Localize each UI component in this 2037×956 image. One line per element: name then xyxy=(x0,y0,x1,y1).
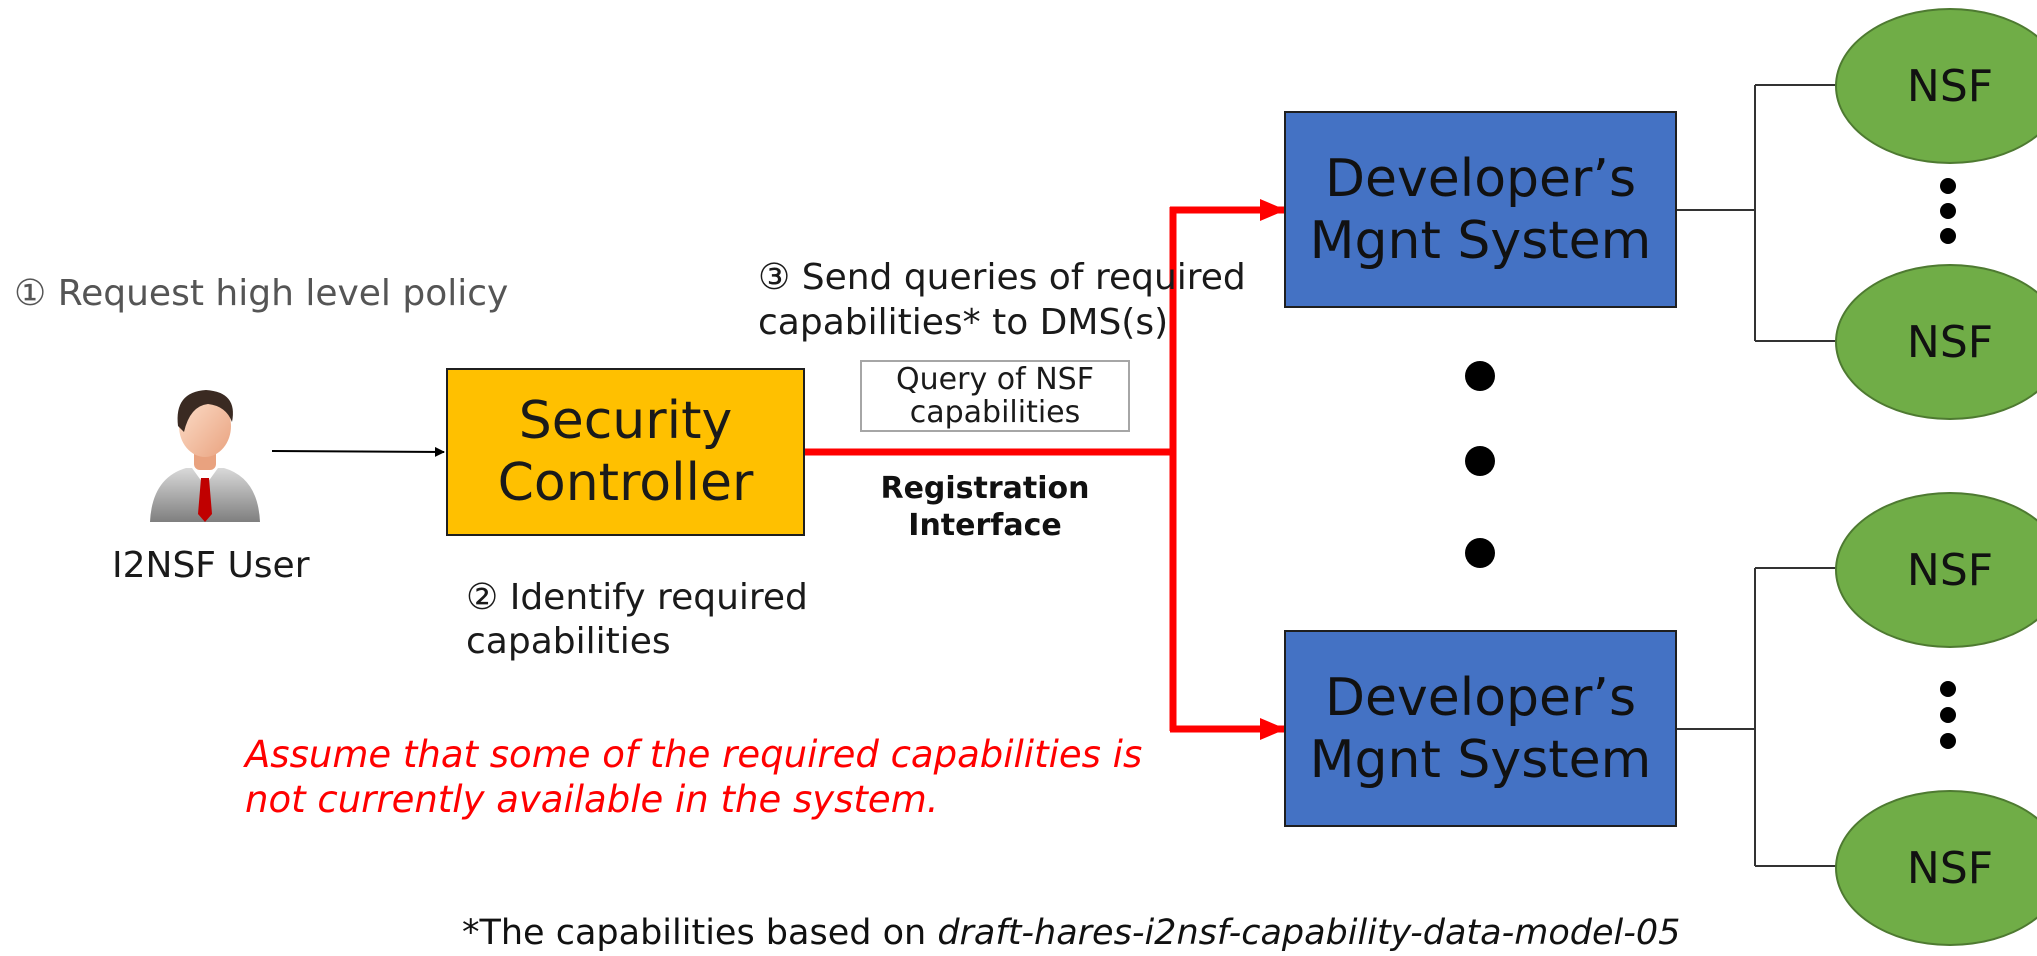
dms-top-line2: Mgnt System xyxy=(1309,210,1652,271)
security-controller-line1: Security xyxy=(518,391,733,451)
ellipsis-dot xyxy=(1465,361,1495,391)
user-to-controller-arrow xyxy=(271,446,445,457)
i2nsf-user-label: I2NSF User xyxy=(112,545,310,586)
nsf-ellipsis-dot xyxy=(1940,178,1956,194)
nsf-label: NSF xyxy=(1906,60,1994,112)
nsf-ellipsis-dot xyxy=(1940,228,1956,244)
nsf-node[interactable]: NSF xyxy=(1835,8,2037,164)
nsf-label: NSF xyxy=(1906,316,1994,368)
nsf-node[interactable]: NSF xyxy=(1835,492,2037,648)
security-controller-line2: Controller xyxy=(497,453,754,513)
ellipsis-dot xyxy=(1465,538,1495,568)
query-box-line2: capabilities xyxy=(909,395,1081,430)
query-box-line1: Query of NSF xyxy=(896,362,1094,397)
footnote-prefix: *The capabilities based on xyxy=(462,913,938,953)
dms-bottom-line1: Developer’s xyxy=(1324,667,1637,728)
dms-bottom-line2: Mgnt System xyxy=(1309,729,1652,790)
nsf-ellipsis-dot xyxy=(1940,203,1956,219)
nsf-label: NSF xyxy=(1906,842,1994,894)
assumption-line2: not currently available in the system. xyxy=(245,778,939,821)
footnote-reference: draft-hares-i2nsf-capability-data-model-… xyxy=(937,913,1681,953)
step3-label-line2: capabilities* to DMS(s) xyxy=(758,302,1169,343)
query-nsf-capabilities-box: Query of NSF capabilities xyxy=(860,360,1130,432)
bottom-dms-nsf-links xyxy=(1676,567,1836,867)
nsf-ellipsis-dot xyxy=(1940,707,1956,723)
ellipsis-dot xyxy=(1465,446,1495,476)
user-icon xyxy=(150,390,260,522)
assumption-line1: Assume that some of the required capabil… xyxy=(245,733,1143,776)
registration-interface-link xyxy=(805,199,1286,740)
nsf-label: NSF xyxy=(1906,544,1994,596)
nsf-ellipsis-dot xyxy=(1940,733,1956,749)
developer-mgnt-system-top[interactable]: Developer’s Mgnt System xyxy=(1284,111,1677,308)
footnote: *The capabilities based on draft-hares-i… xyxy=(462,912,1680,954)
step3-label-line1: ③ Send queries of required xyxy=(758,257,1246,298)
nsf-ellipsis-dot xyxy=(1940,681,1956,697)
nsf-node[interactable]: NSF xyxy=(1835,790,2037,946)
dms-top-line1: Developer’s xyxy=(1324,148,1637,209)
step2-label-line2: capabilities xyxy=(466,621,671,662)
developer-mgnt-system-bottom[interactable]: Developer’s Mgnt System xyxy=(1284,630,1677,827)
registration-line2: Interface xyxy=(908,508,1062,543)
step1-label: ① Request high level policy xyxy=(14,273,509,314)
security-controller[interactable]: Security Controller xyxy=(446,368,805,536)
registration-line1: Registration xyxy=(880,471,1090,506)
registration-interface-label: Registration Interface xyxy=(880,470,1090,544)
step2-label-line1: ② Identify required xyxy=(466,577,808,618)
nsf-node[interactable]: NSF xyxy=(1835,264,2037,420)
assumption-note: Assume that some of the required capabil… xyxy=(245,732,1142,822)
top-dms-nsf-links xyxy=(1676,84,1836,342)
